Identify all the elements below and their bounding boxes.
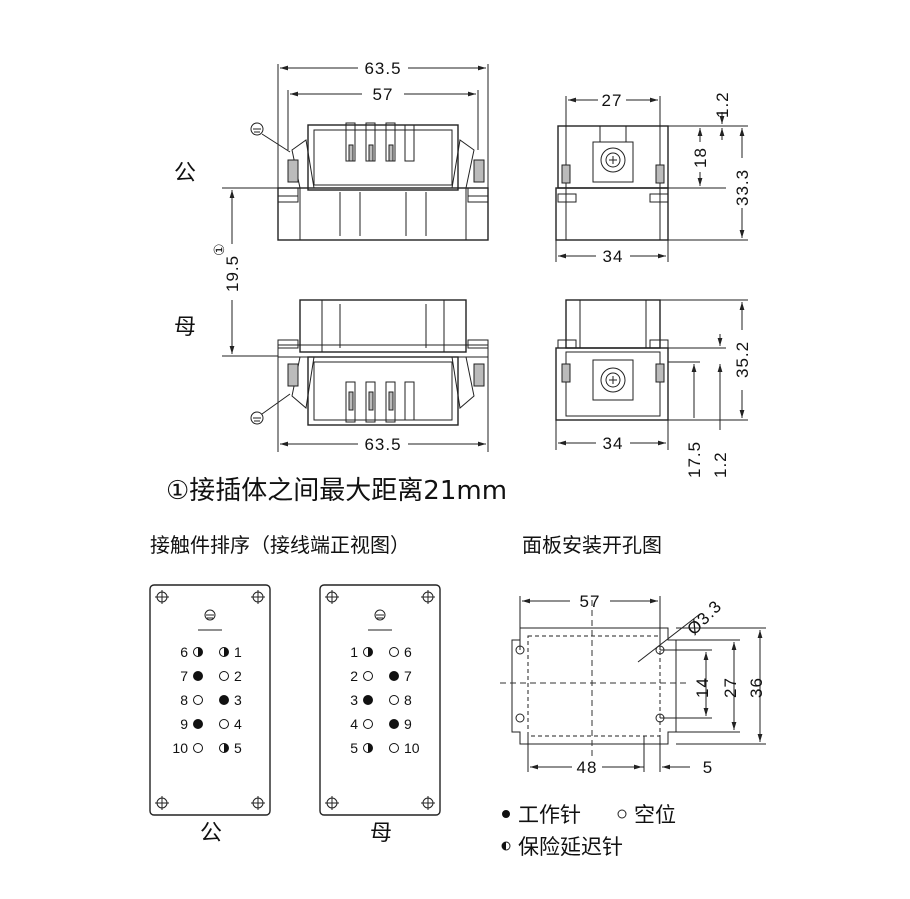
pin-number: 7: [180, 668, 188, 684]
female-pins: 1 2 3 4 5 6 7 8 9 10: [350, 644, 420, 756]
legend-working: 工作针: [518, 803, 581, 827]
dim-cutout-hole: Ø3.3: [683, 597, 725, 639]
dim-female-side-height: 35.2: [733, 341, 752, 378]
dim-female-side-17: 17.5: [685, 441, 704, 478]
dim-cutout-48: 48: [577, 758, 598, 777]
dim-male-side-small: 1.2: [713, 91, 732, 118]
mount-hole-icon: [155, 590, 169, 604]
mount-hole-icon: [251, 796, 265, 810]
pin-empty-icon: [193, 743, 203, 753]
pin-empty-icon: [219, 671, 229, 681]
pin-number: 8: [404, 692, 412, 708]
ground-icon: [250, 122, 264, 136]
pin-number: 5: [350, 740, 358, 756]
pin-filled-icon: [219, 695, 229, 705]
pin-number: 3: [350, 692, 358, 708]
plate-label-female: 母: [370, 821, 392, 846]
mount-hole-icon: [325, 590, 339, 604]
ground-icon-female: [250, 411, 264, 425]
dim-female-width: 63.5: [364, 435, 401, 454]
pin-number: 9: [404, 716, 412, 732]
pin-number: 5: [234, 740, 242, 756]
legend-delay: 保险延迟针: [518, 835, 623, 859]
pin-number: 9: [180, 716, 188, 732]
dim-cutout-14: 14: [693, 677, 712, 698]
dim-male-side-top: 27: [602, 91, 623, 110]
female-front-view: [250, 299, 489, 426]
pin-half-fill: [368, 647, 373, 657]
mount-hole-icon: [325, 796, 339, 810]
male-pins: 6 7 8 9 10 1 2 3 4 5: [172, 644, 242, 756]
pin-number: 8: [180, 692, 188, 708]
dim-gap-note-mark: ①: [211, 243, 227, 256]
dim-male-width-outer: 63.5: [364, 59, 401, 78]
pin-filled-icon: [389, 671, 399, 681]
pin-half-fill: [224, 743, 229, 753]
dim-male-side-18: 18: [691, 147, 710, 168]
mount-hole-icon: [421, 590, 435, 604]
male-pin-plate: [149, 584, 271, 816]
pin-half-fill: [368, 743, 373, 753]
label-male: 公: [174, 161, 196, 186]
screw-icon-female: [600, 367, 626, 393]
mount-hole-icon: [251, 590, 265, 604]
pin-filled-icon: [363, 695, 373, 705]
dim-gap-height: 19.5: [223, 255, 242, 292]
pin-filled-icon: [193, 719, 203, 729]
pin-filled-icon: [193, 671, 203, 681]
pin-empty-icon: [219, 719, 229, 729]
dim-female-side-bottom: 34: [603, 434, 624, 453]
filled-dot-icon: [502, 810, 510, 818]
mount-hole-icon: [515, 713, 525, 723]
male-side-view: [555, 125, 669, 241]
pin-half-fill: [224, 647, 229, 657]
male-front-view: [250, 122, 489, 241]
pin-number: 3: [234, 692, 242, 708]
dim-cutout-36: 36: [747, 677, 766, 698]
plate-label-male: 公: [200, 821, 222, 846]
pin-empty-icon: [363, 719, 373, 729]
ground-icon: [204, 609, 216, 621]
female-pin-plate: [319, 584, 441, 816]
pin-empty-icon: [389, 743, 399, 753]
legend-empty: 空位: [634, 803, 676, 827]
pin-number: 4: [234, 716, 242, 732]
pin-number: 1: [350, 644, 358, 660]
mount-hole-icon: [155, 796, 169, 810]
panel-cutout-title: 面板安装开孔图: [522, 533, 662, 557]
screw-icon: [600, 147, 626, 173]
pin-empty-icon: [193, 695, 203, 705]
pin-number: 10: [172, 740, 188, 756]
pin-empty-icon: [389, 695, 399, 705]
dim-female-side-small: 1.2: [711, 451, 730, 478]
ground-icon: [374, 609, 386, 621]
dim-cutout-57: 57: [580, 592, 601, 611]
pin-number: 6: [404, 644, 412, 660]
dim-male-side-bottom: 34: [603, 247, 624, 266]
mount-hole-icon: [421, 796, 435, 810]
pin-number: 7: [404, 668, 412, 684]
dim-cutout-5: 5: [703, 758, 713, 777]
pin-number: 4: [350, 716, 358, 732]
dim-male-side-height: 33.3: [733, 169, 752, 206]
label-female: 母: [174, 315, 196, 340]
pin-half-fill: [198, 647, 203, 657]
pin-number: 2: [234, 668, 242, 684]
dim-male-width-inner: 57: [373, 85, 394, 104]
pin-number: 2: [350, 668, 358, 684]
pin-number: 1: [234, 644, 242, 660]
female-side-view: [555, 299, 669, 421]
legend: 工作针 空位 保险延迟针: [501, 803, 676, 859]
dim-cutout-27: 27: [721, 677, 740, 698]
pin-number: 10: [404, 740, 420, 756]
pin-empty-icon: [389, 647, 399, 657]
pin-filled-icon: [389, 719, 399, 729]
pin-empty-icon: [363, 671, 373, 681]
empty-dot-icon: [617, 809, 627, 819]
note-max-distance: ①接插体之间最大距离21mm: [166, 476, 507, 506]
pin-number: 6: [180, 644, 188, 660]
contact-order-title: 接触件排序（接线端正视图）: [150, 533, 410, 557]
